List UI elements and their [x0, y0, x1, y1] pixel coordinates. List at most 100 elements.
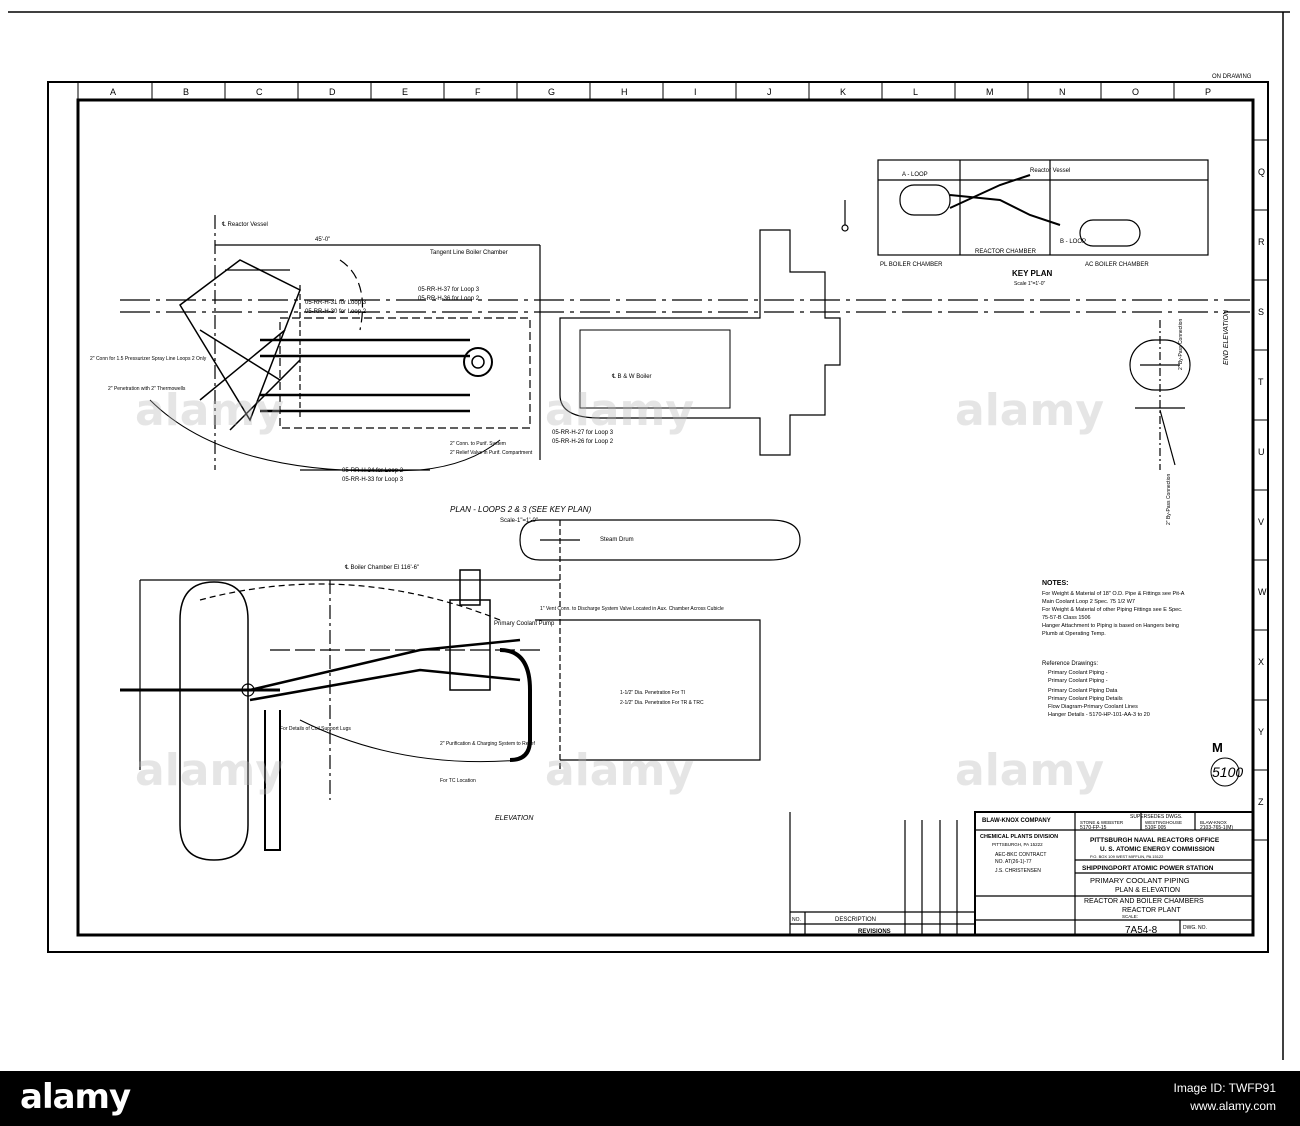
plan-label-boiler: ℄ B & W Boiler: [611, 374, 652, 380]
image-id: Image ID: TWFP91: [1173, 1081, 1276, 1095]
elev-label-vent: 1" Vent Conn. to Discharge System Valve …: [540, 606, 724, 612]
plan-label-cl27: 05-RR-H-27 for Loop 3: [552, 430, 614, 436]
tb-address: P.O. BOX 109 WEST MIFFLIN, PA 15122: [1090, 854, 1164, 859]
engineering-drawing: A B C D E F G H I J K L M N O P Q R S T: [8, 11, 1290, 1060]
key-plan-reactor-chamber: REACTOR CHAMBER: [975, 249, 1037, 255]
column-letter: L: [913, 87, 918, 97]
reference-line: Primary Coolant Piping -: [1048, 678, 1108, 684]
column-letter: P: [1205, 87, 1211, 97]
revisions-description-header: DESCRIPTION: [835, 917, 876, 923]
tb-division: CHEMICAL PLANTS DIVISION: [980, 834, 1058, 840]
tb-dwg-no-label: DWG. NO.: [1183, 925, 1207, 931]
tb-scale-label: SCALE:: [1122, 914, 1138, 919]
plan-label-purification: 2" Conn. to Purif. System: [450, 441, 506, 447]
elev-label-steam-drum: Steam Drum: [600, 537, 634, 543]
column-letter: B: [183, 87, 189, 97]
plan-label-pressurizer: 2" Conn for 1.5 Pressurizer Spray Line L…: [90, 356, 207, 362]
watermark: alamy: [135, 385, 284, 436]
plan-label-cl34: 05-RR-H-34 for Loop 2: [342, 468, 404, 474]
elev-label-boiler-chamber: ℄ Boiler Chamber El 116'-6": [344, 565, 419, 571]
row-letter: X: [1258, 657, 1264, 667]
reference-line: Primary Coolant Piping Details: [1048, 696, 1123, 702]
notes-title: NOTES:: [1042, 580, 1068, 587]
plan-label-dim-top: 45'-0": [315, 237, 330, 243]
row-letter: Y: [1258, 727, 1264, 737]
tb-col1: STONE & WEBSTER: [1080, 820, 1124, 825]
footer-bar: alamy Image ID: TWFP91 www.alamy.com: [0, 1071, 1300, 1126]
revisions-no-header: NO.: [792, 917, 801, 923]
column-letter: A: [110, 87, 116, 97]
key-plan-loop-a: A - LOOP: [902, 172, 928, 178]
elevation-title: ELEVATION: [495, 815, 534, 822]
elev-label-tc-location: For TC Location: [440, 778, 476, 784]
tb-city: PITTSBURGH, PA 15222: [992, 842, 1043, 847]
column-letter: I: [694, 87, 697, 97]
key-plan-boiler-left: PL BOILER CHAMBER: [880, 262, 943, 268]
revisions-header: REVISIONS: [858, 929, 891, 935]
column-letter: J: [767, 87, 772, 97]
tb-drawing-title-3: REACTOR AND BOILER CHAMBERS: [1084, 898, 1204, 905]
notes-line: Main Coolant Loop 2 Spec. 75 1/2 W7: [1042, 599, 1135, 605]
tb-col2: WESTINGHOUSE: [1145, 820, 1182, 825]
stamp-number: 5100: [1212, 764, 1243, 780]
tb-num3: 2103-765-1(M): [1200, 825, 1233, 831]
key-plan-loop-b: B - LOOP: [1060, 239, 1086, 245]
end-elevation-title: END ELEVATION: [1223, 309, 1230, 365]
plan-label-cl37: 05-RR-H-37 for Loop 3: [418, 287, 480, 293]
plan-title: PLAN - LOOPS 2 & 3 (SEE KEY PLAN): [450, 505, 592, 514]
footer-image-id: Image ID: TWFP91 www.alamy.com: [1174, 1079, 1276, 1115]
elev-label-penetration-tr: 2-1/2" Dia. Penetration For TR & TRC: [620, 700, 704, 706]
drawing-sheet: A B C D E F G H I J K L M N O P Q R S T: [0, 0, 1300, 1071]
row-letter: Q: [1258, 167, 1265, 177]
tb-drawing-title-2: PLAN & ELEVATION: [1115, 887, 1180, 894]
tb-designer: J.S. CHRISTENSEN: [995, 868, 1041, 874]
footer-logo: alamy: [20, 1077, 131, 1117]
row-letter: Z: [1258, 797, 1264, 807]
tb-contract-no: NO. AT(26-1)-77: [995, 859, 1032, 865]
watermark: alamy: [955, 745, 1104, 796]
on-drawing-note: ON DRAWING: [1212, 74, 1252, 80]
column-letter: M: [986, 87, 994, 97]
tb-drawing-number: 7A54-8: [1125, 925, 1158, 936]
elev-label-penetration-ti: 1-1/2" Dia. Penetration For TI: [620, 690, 685, 696]
superseded-label: SUPERSEDES DWGS.: [1130, 814, 1183, 820]
elev-label-support: For Details of Coil Support Lugs: [280, 726, 351, 732]
column-letter: G: [548, 87, 555, 97]
watermark: alamy: [955, 385, 1104, 436]
tb-company: BLAW-KNOX COMPANY: [982, 818, 1051, 824]
tb-drawing-title-1: PRIMARY COOLANT PIPING: [1090, 876, 1190, 885]
reference-line: Primary Coolant Piping Data: [1048, 688, 1118, 694]
key-plan-title: KEY PLAN: [1012, 269, 1053, 278]
site-url: www.alamy.com: [1190, 1099, 1276, 1113]
plan-label-cl33: 05-RR-H-33 for Loop 3: [342, 477, 404, 483]
row-letter: V: [1258, 517, 1264, 527]
watermark: alamy: [545, 745, 694, 796]
tb-num2: 510F 005: [1145, 825, 1166, 831]
column-letter: N: [1059, 87, 1066, 97]
reference-line: Flow Diagram-Primary Coolant Lines: [1048, 704, 1138, 710]
tb-contract: AEC-BKC CONTRACT: [995, 852, 1046, 858]
stamp-letter: M: [1212, 740, 1223, 755]
plan-label-penetration: 2" Penetration with 2" Thermowells: [108, 386, 186, 392]
plan-label-tangent-line: Tangent Line Boiler Chamber: [430, 250, 508, 256]
row-letter: U: [1258, 447, 1265, 457]
tb-col3: BLAW-KNOX: [1200, 820, 1227, 825]
column-letter: F: [475, 87, 481, 97]
reference-line: Hanger Details - 5170-HP-101-AA-3 to 20: [1048, 712, 1150, 718]
tb-office: PITTSBURGH NAVAL REACTORS OFFICE: [1090, 837, 1220, 844]
notes-line: For Weight & Material of 18" O.D. Pipe &…: [1042, 591, 1185, 597]
column-letter: K: [840, 87, 846, 97]
key-plan-boiler-right: AC BOILER CHAMBER: [1085, 262, 1149, 268]
tb-commission: U. S. ATOMIC ENERGY COMMISSION: [1100, 846, 1215, 853]
plan-label-cl30: 05-RR-H-30 for Loop 2: [305, 309, 367, 315]
key-plan-scale: Scale 1"=1'-0": [1014, 281, 1046, 287]
reference-line: Primary Coolant Piping -: [1048, 670, 1108, 676]
column-letter: D: [329, 87, 336, 97]
row-letter: R: [1258, 237, 1265, 247]
reference-title: Reference Drawings:: [1042, 661, 1098, 667]
row-letter: T: [1258, 377, 1264, 387]
plan-label-cl31: 05-RR-H-31 for Loop 3: [305, 300, 367, 306]
watermark: alamy: [545, 385, 694, 436]
tb-num1: 5170-FP-15: [1080, 825, 1107, 831]
